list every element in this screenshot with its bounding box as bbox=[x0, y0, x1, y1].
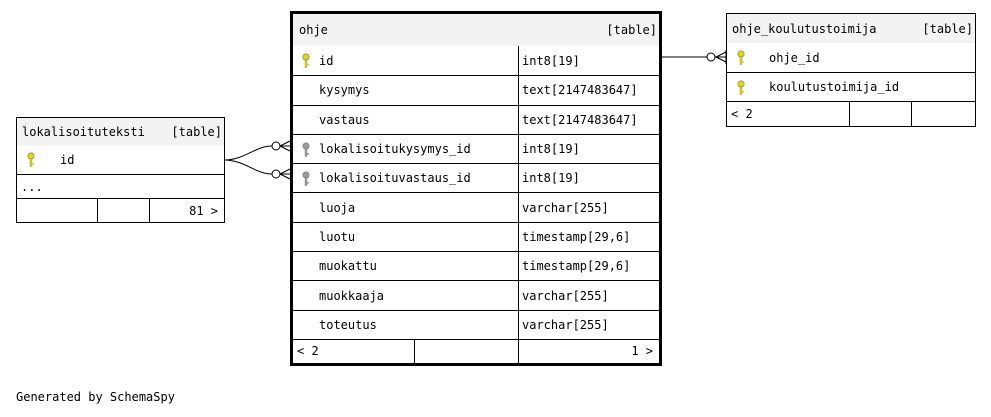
child-count[interactable]: 81 > bbox=[189, 203, 218, 218]
rel-crowfoot-circle bbox=[271, 141, 281, 151]
column-type: timestamp[29,6] bbox=[522, 229, 631, 244]
column-type: int8[19] bbox=[522, 142, 580, 157]
column-row[interactable]: kysymys text[2147483647] bbox=[293, 75, 659, 105]
parent-count[interactable]: < 2 bbox=[297, 344, 319, 359]
column-name: vastaus bbox=[319, 112, 370, 127]
table-tag: [table] bbox=[922, 21, 973, 36]
column-type: text[2147483647] bbox=[522, 83, 638, 98]
table-lokalisoituteksti[interactable]: lokalisoituteksti [table] id ... 81 > bbox=[16, 117, 225, 223]
table-name: lokalisoituteksti bbox=[22, 125, 145, 139]
column-row[interactable]: muokattu timestamp[29,6] bbox=[293, 251, 659, 281]
column-name: luoja bbox=[319, 200, 356, 215]
column-name: toteutus bbox=[319, 317, 377, 332]
column-row[interactable]: muokkaaja varchar[255] bbox=[293, 280, 659, 310]
primary-key-icon bbox=[737, 49, 745, 66]
column-name: ohje_id bbox=[769, 50, 820, 65]
parent-count[interactable]: < 2 bbox=[731, 107, 753, 121]
column-name: id bbox=[60, 153, 75, 167]
column-type: text[2147483647] bbox=[522, 112, 638, 127]
table-footer: < 2 1 > bbox=[293, 338, 659, 363]
rel-crowfoot-circle bbox=[706, 52, 716, 62]
rel-lokalisoitukysymys bbox=[223, 140, 291, 161]
foreign-key-icon bbox=[302, 171, 310, 187]
foreign-key-icon bbox=[302, 142, 310, 158]
column-row[interactable]: lokalisoituvastaus_id int8[19] bbox=[293, 163, 659, 193]
rel-crowfoot-circle bbox=[271, 169, 281, 179]
column-row[interactable]: id int8[19] bbox=[293, 46, 659, 76]
table-tag: [table] bbox=[171, 125, 222, 139]
column-row[interactable]: id bbox=[17, 146, 224, 174]
column-row[interactable]: luoja varchar[255] bbox=[293, 192, 659, 222]
table-footer: < 2 bbox=[727, 101, 975, 126]
column-type: int8[19] bbox=[522, 171, 580, 186]
ellipsis: ... bbox=[21, 179, 43, 194]
column-row[interactable]: lokalisoitukysymys_id int8[19] bbox=[293, 133, 659, 164]
table-header: ohje [table] bbox=[293, 14, 659, 46]
table-name: ohje bbox=[299, 23, 328, 37]
column-type: varchar[255] bbox=[522, 317, 609, 332]
column-name: lokalisoituvastaus_id bbox=[319, 171, 471, 186]
table-footer: 81 > bbox=[17, 198, 224, 222]
table-header: lokalisoituteksti [table] bbox=[17, 118, 224, 146]
table-name: ohje_koulutustoimija bbox=[732, 21, 877, 36]
primary-key-icon bbox=[737, 79, 745, 96]
column-name: id bbox=[319, 53, 334, 68]
rel-lokalisoituvastaus bbox=[223, 159, 291, 180]
column-name: kysymys bbox=[319, 83, 370, 98]
column-type: timestamp[29,6] bbox=[522, 259, 631, 274]
column-row[interactable]: ohje_id bbox=[727, 43, 975, 72]
column-name: muokkaaja bbox=[319, 288, 385, 303]
column-name: muokattu bbox=[319, 259, 377, 274]
column-name: lokalisoitukysymys_id bbox=[319, 142, 471, 157]
table-ohje[interactable]: ohje [table] id int8[19] kysymys text[21474… bbox=[290, 11, 662, 366]
generated-by-label: Generated by SchemaSpy bbox=[16, 390, 175, 404]
child-count[interactable]: 1 > bbox=[631, 344, 653, 359]
column-row[interactable]: koulutustoimija_id bbox=[727, 72, 975, 101]
column-name: koulutustoimija_id bbox=[769, 80, 900, 94]
primary-key-icon bbox=[302, 53, 310, 69]
column-type: int8[19] bbox=[522, 53, 580, 68]
column-type: varchar[255] bbox=[522, 288, 609, 303]
column-row[interactable]: vastaus text[2147483647] bbox=[293, 104, 659, 134]
primary-key-icon bbox=[27, 152, 35, 168]
column-row[interactable]: luotu timestamp[29,6] bbox=[293, 221, 659, 252]
column-row[interactable]: toteutus varchar[255] bbox=[293, 309, 659, 339]
more-columns-row: ... bbox=[17, 174, 224, 198]
column-type: varchar[255] bbox=[522, 200, 609, 215]
column-name: luotu bbox=[319, 229, 356, 244]
rel-ohje-koulutustoimija bbox=[658, 50, 727, 64]
table-tag: [table] bbox=[606, 23, 657, 37]
table-header: ohje_koulutustoimija [table] bbox=[727, 14, 975, 43]
